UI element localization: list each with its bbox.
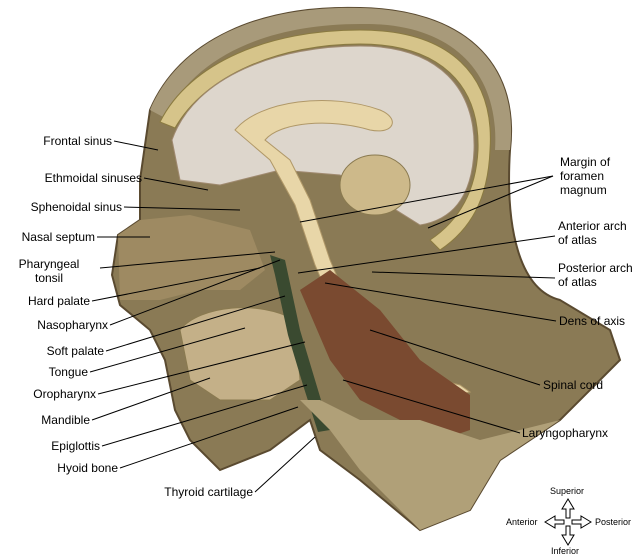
leader-oropharynx — [97, 341, 306, 395]
label-pharyngeal-tonsil: Pharyngeal tonsil — [18, 257, 80, 285]
leader-posterior-arch-atlas — [371, 271, 556, 279]
label-sphenoidal-sinus: Sphenoidal sinus — [30, 200, 122, 214]
leader-hyoid-bone — [119, 406, 299, 469]
compass-posterior-label: Posterior — [595, 517, 632, 527]
label-laryngopharynx: Laryngopharynx — [522, 426, 609, 440]
compass-arrow-down-icon — [561, 525, 575, 546]
label-margin-foramen-magnum: Margin of foramen magnum — [560, 155, 611, 197]
leader-foramen-magnum-1 — [299, 175, 554, 223]
label-thyroid-cartilage: Thyroid cartilage — [164, 485, 253, 499]
label-soft-palate: Soft palate — [46, 344, 104, 358]
compass-anterior-label: Anterior — [506, 517, 538, 527]
leader-epiglottis — [101, 384, 308, 447]
label-nasal-septum: Nasal septum — [21, 230, 95, 244]
leader-foramen-magnum-2 — [427, 175, 554, 229]
leader-spinal-cord — [369, 329, 541, 386]
face-tissue — [118, 215, 265, 300]
label-tongue: Tongue — [48, 365, 88, 379]
scalp — [150, 7, 512, 151]
leader-soft-palate — [105, 295, 286, 352]
compass-arrow-right-icon — [571, 515, 592, 529]
compass-arrow-left-icon — [544, 515, 565, 529]
label-posterior-arch-atlas: Posterior arch of atlas — [558, 261, 633, 289]
orientation-compass — [544, 498, 592, 546]
leader-hard-palate — [91, 267, 261, 302]
leader-nasopharynx — [109, 259, 281, 326]
label-epiglottis: Epiglottis — [51, 439, 100, 453]
neck — [300, 380, 600, 530]
label-dens-of-axis: Dens of axis — [559, 314, 626, 328]
leader-thyroid-cartilage — [254, 436, 316, 493]
leader-pharyngeal-tonsil — [99, 251, 276, 269]
compass-inferior-label: Inferior — [551, 546, 580, 556]
leader-lines-left — [89, 140, 316, 493]
compass-arrow-up-icon — [561, 498, 575, 519]
compass-superior-label: Superior — [550, 486, 585, 496]
leader-tongue — [89, 327, 246, 373]
label-frontal-sinus: Frontal sinus — [43, 134, 112, 148]
leader-lines-right — [297, 175, 557, 434]
leader-dens-of-axis — [324, 282, 557, 322]
skull — [159, 29, 491, 251]
leader-sphenoidal-sinus — [123, 206, 241, 211]
leader-frontal-sinus — [113, 140, 159, 151]
label-mandible: Mandible — [41, 413, 90, 427]
tongue-tissue — [179, 307, 301, 401]
label-hyoid-bone: Hyoid bone — [57, 461, 118, 475]
label-anterior-arch-atlas: Anterior arch of atlas — [558, 219, 627, 247]
label-ethmoidal-sinuses: Ethmoidal sinuses — [44, 171, 142, 185]
leader-mandible — [91, 377, 211, 421]
leader-laryngopharynx — [342, 379, 521, 434]
cerebellum — [339, 154, 411, 216]
label-hard-palate: Hard palate — [27, 294, 90, 308]
leader-ethmoidal-sinuses — [143, 177, 209, 191]
cervical-spine — [300, 270, 470, 440]
label-spinal-cord: Spinal cord — [543, 378, 604, 392]
leader-anterior-arch-atlas — [297, 235, 556, 274]
label-nasopharynx: Nasopharynx — [37, 318, 108, 332]
label-oropharynx: Oropharynx — [33, 387, 96, 401]
